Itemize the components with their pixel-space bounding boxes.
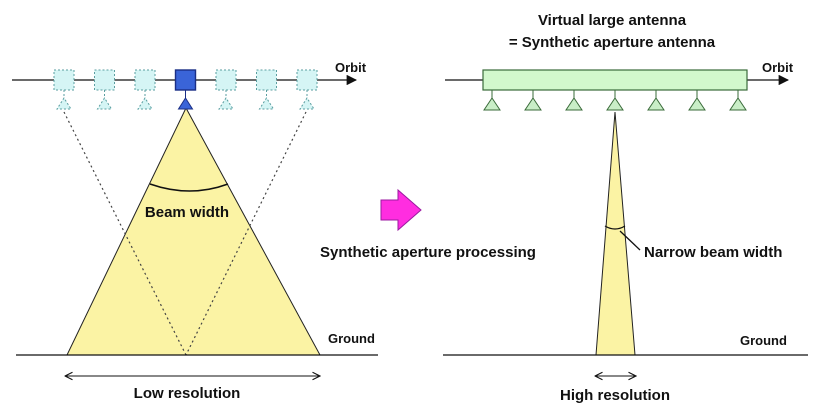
antenna-triangle-icon bbox=[177, 97, 194, 110]
satellite-positions bbox=[53, 69, 318, 110]
antenna-triangle-icon bbox=[565, 97, 583, 111]
antenna-element bbox=[606, 90, 624, 111]
left-panel: Beam width Orbit Ground Low resolution bbox=[12, 60, 378, 402]
ghost-satellite bbox=[296, 69, 318, 110]
antenna-triangle-icon bbox=[299, 97, 315, 110]
antenna-triangle-icon bbox=[483, 97, 501, 111]
processing-label: Synthetic aperture processing bbox=[320, 244, 536, 261]
antenna-element bbox=[729, 90, 747, 111]
antenna-triangle-icon bbox=[137, 97, 153, 110]
satellite-box bbox=[296, 69, 318, 91]
high-resolution-label: High resolution bbox=[560, 387, 670, 404]
satellite-box bbox=[53, 69, 75, 91]
beam-width-arc bbox=[149, 183, 229, 192]
virtual-antenna-bar bbox=[482, 69, 748, 91]
left-beam-cone bbox=[66, 106, 321, 356]
antenna-triangle-icon bbox=[688, 97, 706, 111]
satellite-box bbox=[215, 69, 237, 91]
antenna-element bbox=[524, 90, 542, 111]
antenna-element bbox=[565, 90, 583, 111]
ghost-satellite bbox=[215, 69, 237, 110]
left-dotted-line-2 bbox=[185, 111, 307, 356]
low-resolution-label: Low resolution bbox=[134, 385, 241, 402]
narrow-beam-cone bbox=[595, 111, 636, 356]
antenna-elements bbox=[483, 90, 747, 111]
synthetic-antenna-title: = Synthetic aperture antenna bbox=[509, 34, 716, 51]
antenna-element bbox=[647, 90, 665, 111]
antenna-element bbox=[688, 90, 706, 111]
antenna-triangle-icon bbox=[524, 97, 542, 111]
antenna-triangle-icon bbox=[729, 97, 747, 111]
antenna-triangle-icon bbox=[606, 97, 624, 111]
narrow-beam-leader bbox=[619, 230, 641, 251]
right-panel: Virtual large antenna = Synthetic apertu… bbox=[443, 12, 808, 404]
ghost-satellite bbox=[256, 69, 277, 110]
antenna-triangle-icon bbox=[258, 97, 275, 110]
center-panel: Synthetic aperture processing bbox=[320, 188, 536, 261]
narrow-beam-arc bbox=[604, 225, 626, 230]
ghost-satellite bbox=[53, 69, 75, 110]
antenna-triangle-icon bbox=[56, 97, 72, 110]
satellite-box bbox=[174, 69, 197, 91]
satellite-box bbox=[256, 69, 277, 91]
ghost-satellite bbox=[94, 69, 115, 110]
left-orbit-label: Orbit bbox=[335, 60, 367, 75]
narrow-beam-label: Narrow beam width bbox=[644, 244, 782, 261]
active-satellite bbox=[174, 69, 197, 110]
right-ground-label: Ground bbox=[740, 333, 787, 348]
antenna-element bbox=[483, 90, 501, 111]
virtual-antenna-title: Virtual large antenna bbox=[538, 12, 687, 29]
beam-width-label: Beam width bbox=[145, 204, 229, 221]
antenna-triangle-icon bbox=[647, 97, 665, 111]
left-ground-label: Ground bbox=[328, 331, 375, 346]
right-orbit-label: Orbit bbox=[762, 60, 794, 75]
satellite-box bbox=[94, 69, 115, 91]
satellite-box bbox=[134, 69, 156, 91]
ghost-satellite bbox=[134, 69, 156, 110]
antenna-triangle-icon bbox=[218, 97, 234, 110]
processing-arrow-icon bbox=[380, 188, 422, 232]
left-dotted-line-1 bbox=[63, 111, 187, 356]
antenna-triangle-icon bbox=[96, 97, 113, 110]
